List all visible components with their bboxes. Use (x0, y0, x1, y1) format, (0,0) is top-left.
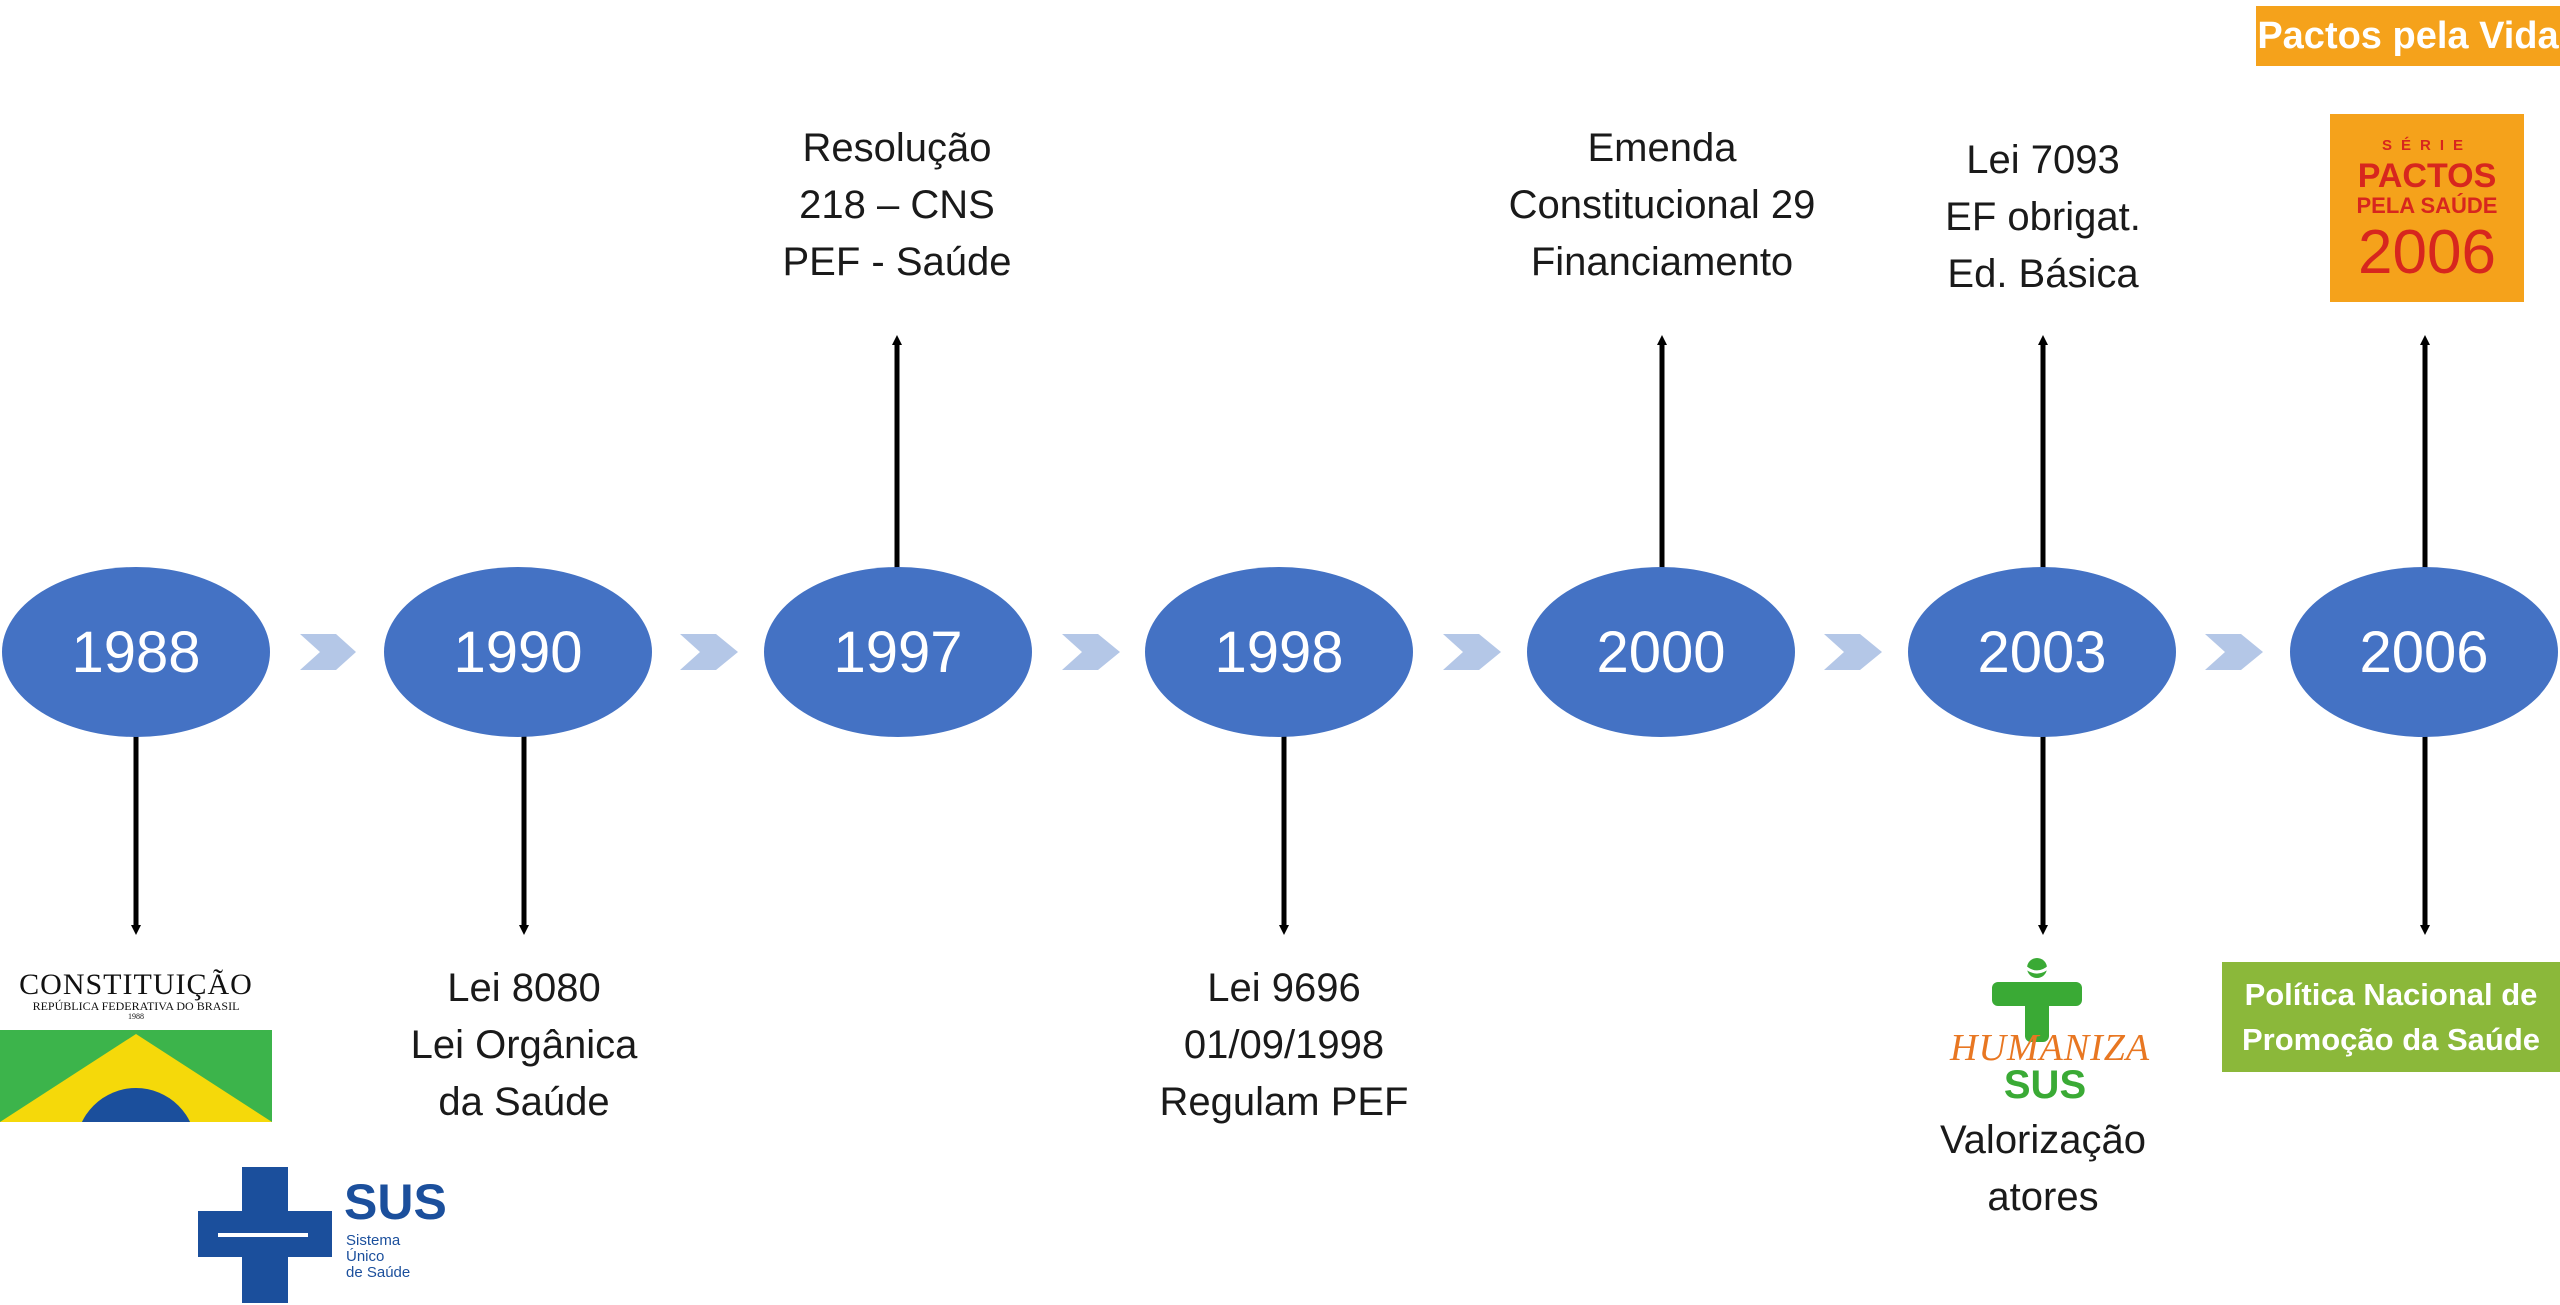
pactos-pela-vida-banner: Pactos pela Vida (2256, 6, 2560, 66)
brazil-flag-icon (0, 1030, 272, 1122)
year-node-2000: 2000 (1527, 567, 1795, 737)
humaniza-sus-text: SUS (2003, 1063, 2087, 1107)
politica-line1: Política Nacional de (2244, 977, 2538, 1012)
chevron-arrow-2 (680, 634, 738, 670)
chevron-arrow-4 (1443, 634, 1501, 670)
year-node-1998: 1998 (1145, 567, 1413, 737)
chevron-arrow-1 (300, 634, 356, 670)
label-2003-below: Valorização atores (1939, 1118, 2147, 1219)
sus-fullname: Sistema Único de Saúde (346, 1232, 411, 1281)
constituicao-year: 1988 (128, 1012, 144, 1021)
label-2003-above: Lei 7093 EF obrigat. Ed. Básica (1945, 138, 2141, 296)
year-node-1997: 1997 (764, 567, 1032, 737)
pactos-year: 2006 (2358, 218, 2496, 287)
constituicao-title: CONSTITUIÇÃO (19, 968, 253, 1001)
pactos-subtitle: PELA SAÚDE (2356, 193, 2498, 218)
pactos-title: PACTOS (2357, 157, 2497, 195)
year-node-1990: 1990 (384, 567, 652, 737)
constituicao-logo: CONSTITUIÇÃO REPÚBLICA FEDERATIVA DO BRA… (0, 970, 272, 1122)
chevron-arrow-6 (2205, 634, 2263, 670)
chevron-arrow-3 (1062, 634, 1120, 670)
year-node-2006: 2006 (2290, 567, 2558, 737)
sus-logo: SUS Sistema Único de Saúde (198, 1165, 468, 1305)
humaniza-figure-icon (1992, 958, 2082, 1042)
politica-nacional-logo: Política Nacional de Promoção da Saúde (2222, 962, 2560, 1072)
politica-line2: Promoção da Saúde (2241, 1022, 2541, 1057)
label-1990: Lei 8080 Lei Orgânica da Saúde (410, 966, 638, 1124)
year-node-1988: 1988 (2, 567, 270, 737)
pactos-serie-text: SÉRIE (2381, 137, 2472, 154)
humaniza-text: HUMANIZA (1950, 1027, 2151, 1069)
year-node-2003: 2003 (1908, 567, 2176, 737)
label-1997: Resolução 218 – CNS PEF - Saúde (782, 126, 1012, 284)
label-2000: Emenda Constitucional 29 Financiamento (1508, 126, 1816, 284)
label-1998: Lei 9696 01/09/1998 Regulam PEF (1159, 966, 1409, 1124)
sus-acronym: SUS (344, 1174, 447, 1230)
pactos-saude-logo: SÉRIE PACTOS PELA SAÚDE 2006 (2330, 114, 2524, 302)
sus-cross-icon (198, 1167, 332, 1303)
humaniza-sus-logo: HUMANIZA SUS (1950, 958, 2151, 1108)
constituicao-subtitle: REPÚBLICA FEDERATIVA DO BRASIL (32, 999, 240, 1013)
chevron-arrow-5 (1824, 634, 1882, 670)
